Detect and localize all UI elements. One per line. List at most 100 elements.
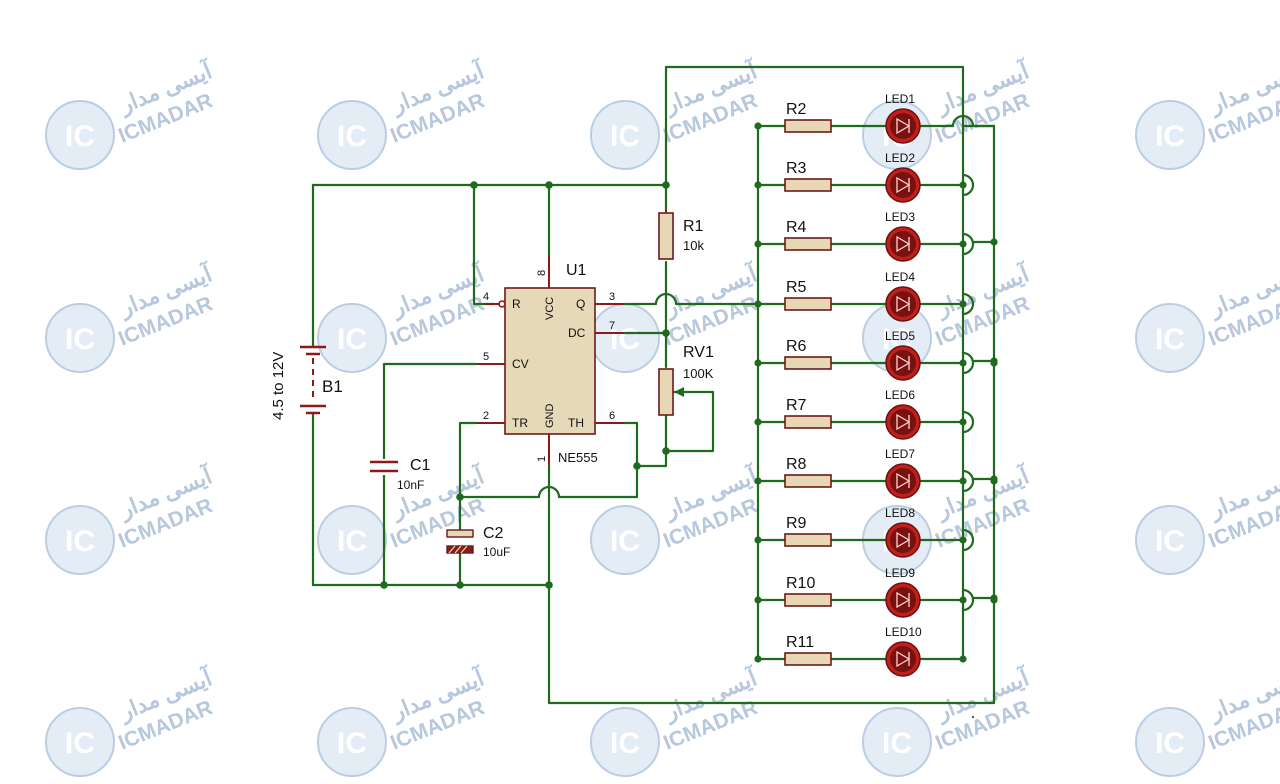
resistor-r2 [784,119,832,133]
junction-dot [990,359,998,367]
junction-dot [380,581,388,589]
led-row-8: R9 LED8 [756,506,975,558]
c1-label: C1 [410,457,431,474]
svg-text:IC: IC [610,120,640,153]
svg-text:IC: IC [65,727,95,760]
pin-number-cv: 5 [483,351,489,363]
junction-dot [545,181,553,189]
resistor-label: R9 [786,515,807,532]
pin-number-vcc: 8 [536,270,548,276]
capacitor-c1: C1 10nF [370,457,431,492]
led-8 [885,522,921,558]
c1-value: 10nF [397,478,424,492]
led-5 [885,345,921,381]
junction-dot [754,359,762,367]
svg-text:IC: IC [1155,525,1185,558]
hop-arc [961,292,975,316]
pin-label-tr: TR [512,416,528,430]
rv1-value: 100K [683,366,714,381]
resistor-label: R10 [786,575,815,592]
battery-label: B1 [322,377,343,396]
led-label: LED6 [885,388,915,402]
hop-arc [961,173,975,197]
pin-label-r: R [512,297,521,311]
resistor-label: R11 [786,634,814,651]
battery-value: 4.5 to 12V [270,352,287,420]
resistor-r10 [784,593,832,607]
junction-dot [754,655,762,663]
junction-dot [754,477,762,485]
junction-dot [959,477,967,485]
resistor-label: R5 [786,279,807,296]
svg-text:IC: IC [65,525,95,558]
hop-arc [961,588,975,612]
svg-text:IC: IC [337,525,367,558]
hop-arc [961,528,975,552]
junction-dot [754,418,762,426]
junction-dot [662,329,670,337]
potentiometer-rv1: RV1 100K [658,344,715,453]
pin-number-gnd: 1 [536,456,548,462]
rv1-label: RV1 [683,344,714,361]
svg-text:IC: IC [337,323,367,356]
led-7 [885,463,921,499]
q-output-wire [623,292,760,306]
junction-dot [990,596,998,604]
svg-text:IC: IC [610,525,640,558]
svg-text:IC: IC [610,727,640,760]
c2-label: C2 [483,525,504,542]
junction-dot [754,536,762,544]
junction-dot [662,181,670,189]
u1-label: U1 [566,262,587,279]
led-6 [885,404,921,440]
pin-label-th: TH [568,416,584,430]
capacitor-c2: C2 10uF [446,525,510,559]
pin-number-r: 4 [483,291,489,303]
led-4 [885,286,921,322]
led-10 [885,641,921,677]
led-1 [885,108,921,144]
resistor-label: R7 [786,397,807,414]
resistor-label: R4 [786,219,807,236]
junction-dot [754,300,762,308]
led-label: LED1 [885,92,915,106]
resistor-r4 [784,237,832,251]
pin-label-dc: DC [568,326,586,340]
junction-dot [990,477,998,485]
junction-dot [456,581,464,589]
pin-label-cv: CV [512,357,529,371]
resistor-r11 [784,652,832,666]
pin-number-dc: 7 [609,320,615,332]
led-label: LED8 [885,506,915,520]
junction-dot [959,536,967,544]
svg-text:IC: IC [1155,727,1185,760]
resistor-r6 [784,356,832,370]
ne555-timer: R Q DC CV TR TH VCC GND 4 5 2 3 7 6 8 1 … [476,255,625,466]
junction-dot [633,462,641,470]
junction-dot [959,418,967,426]
pin-number-q: 3 [609,291,615,303]
hop-wire [951,114,996,128]
svg-text:IC: IC [65,120,95,153]
resistor-r5 [784,297,832,311]
led-label: LED3 [885,210,915,224]
resistor-label: R3 [786,160,807,177]
junction-dot [959,596,967,604]
pin-label-vcc: VCC [544,297,556,320]
